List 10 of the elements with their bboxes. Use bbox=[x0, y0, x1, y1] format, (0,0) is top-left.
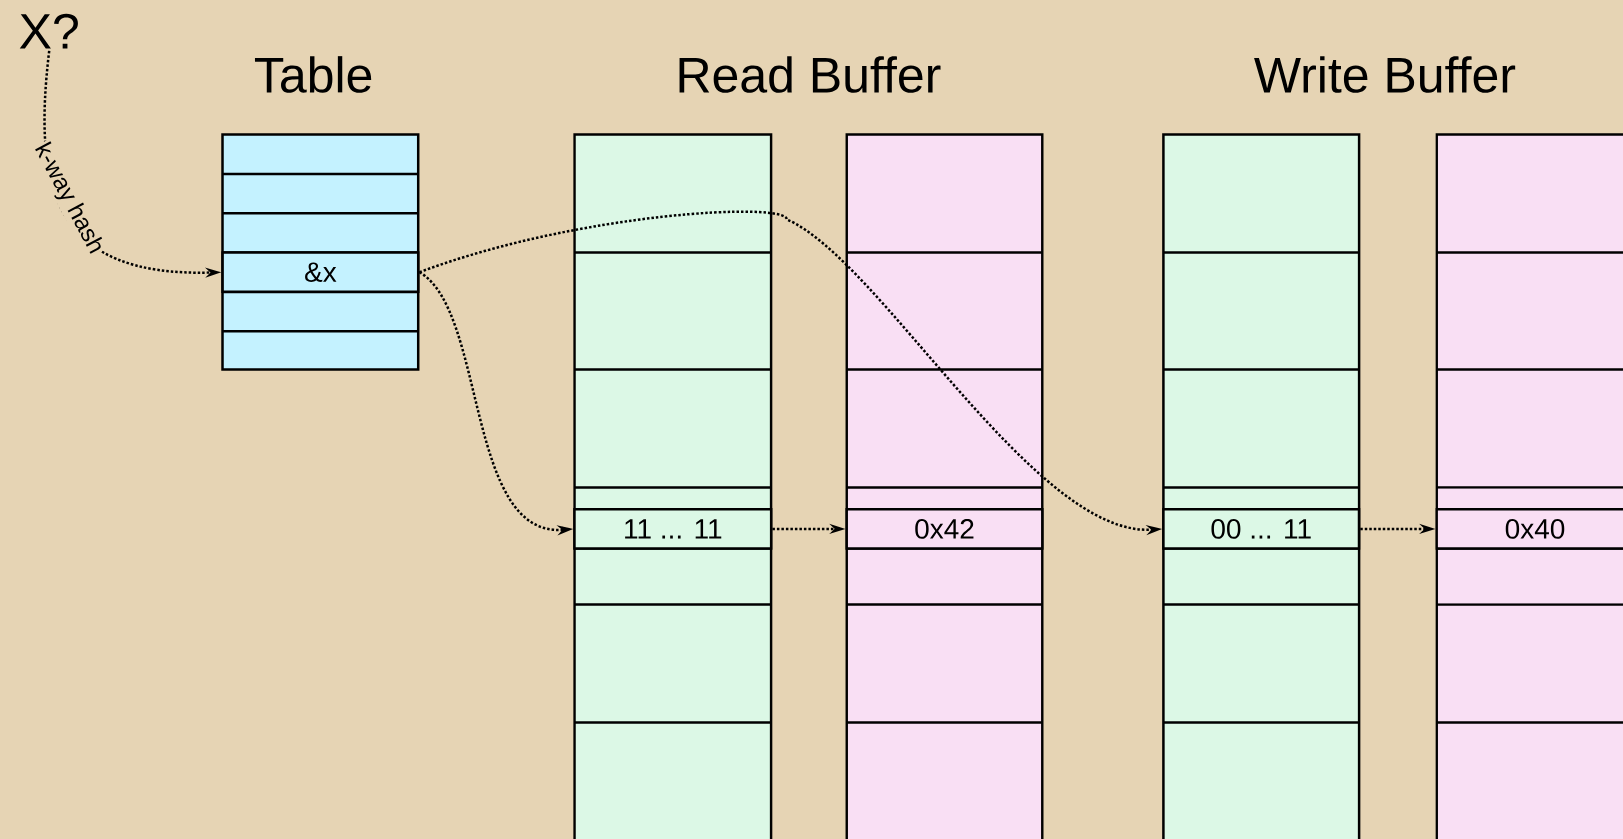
buffer-entry: &x bbox=[221, 251, 420, 294]
edge-label: k-way hash bbox=[28, 138, 108, 259]
buffer-entry: 0x40 bbox=[1435, 508, 1623, 550]
column-title: Read Buffer bbox=[679, 56, 941, 93]
buffer-entry: 0x42 bbox=[845, 508, 1044, 550]
column-title: Table bbox=[254, 56, 372, 93]
column-title: Write Buffer bbox=[1254, 56, 1516, 93]
buffer-entry: 00 ... 11 bbox=[1162, 508, 1361, 550]
query-label: X? bbox=[19, 13, 78, 49]
buffer-entry: 11 ... 11 bbox=[573, 508, 773, 550]
